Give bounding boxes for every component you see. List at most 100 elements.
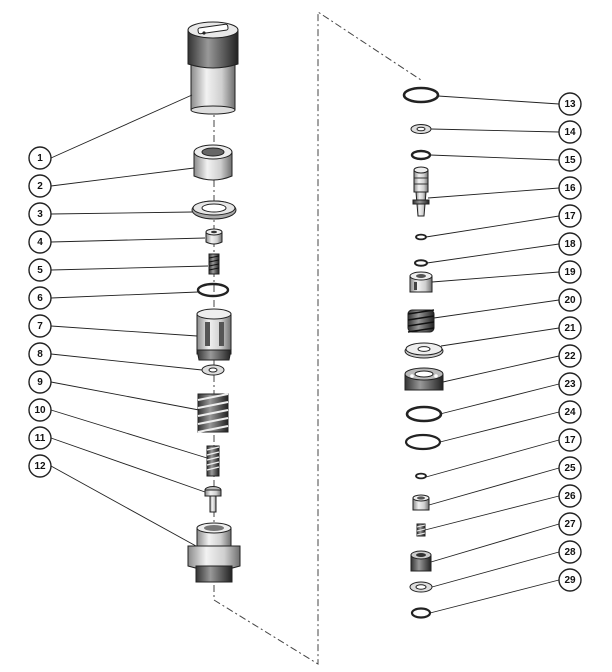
callout-6: 6 [28,286,199,310]
leader-line [425,439,560,478]
callout-number: 9 [37,377,43,388]
callout-22: 22 [442,344,582,383]
callout-number: 28 [564,547,576,558]
callout-15: 15 [429,148,582,172]
callout-number: 23 [564,379,576,390]
callout-18: 18 [426,232,582,264]
leader-line [437,95,560,105]
callout-number: 26 [564,491,576,502]
part-10-thin-spring [206,445,220,477]
callout-14: 14 [430,120,582,144]
leader-line [50,437,206,493]
leader-line [433,299,560,319]
leader-line [430,128,560,133]
callout-number: 2 [37,181,43,192]
leader-line [431,551,560,588]
callout-4: 4 [28,230,206,254]
callout-number: 21 [564,323,576,334]
part-12-fitting-body [187,522,241,583]
leader-line [50,94,193,159]
leader-line [50,409,208,459]
part-28-washer [409,581,433,593]
callout-19: 19 [431,260,582,284]
callout-number: 14 [564,127,576,138]
callout-circle [558,484,582,508]
leader-line [50,381,200,411]
callout-26: 26 [424,484,582,531]
callout-circle [558,120,582,144]
callout-number: 29 [564,575,576,586]
callout-29: 29 [429,568,582,614]
callout-number: 7 [37,321,43,332]
callout-layer: 1234567891011121314151617181920212223241… [28,92,582,614]
callout-16: 16 [427,176,582,200]
part-7-valve-housing [196,308,232,361]
callout-28: 28 [431,540,582,588]
leader-line [50,211,193,215]
callout-circle [28,258,52,282]
assembly-axis-line [213,11,422,665]
part-16-stem [412,166,430,217]
part-22-retainer [404,367,444,391]
callout-circle [558,456,582,480]
callout-24: 24 [439,400,582,443]
callout-17: 17 [425,204,582,238]
part-8-washer [201,364,225,376]
callout-circle [28,426,52,450]
callout-number: 19 [564,267,576,278]
callout-circle [558,204,582,228]
part-25-bushing [412,494,430,511]
callout-circle [28,230,52,254]
callout-circle [558,428,582,452]
leader-line [428,467,560,506]
part-21-seat-washer [404,342,444,359]
part-2-hex-nut [193,144,233,181]
callout-number: 3 [37,209,43,220]
leader-line [50,291,199,299]
callout-number: 8 [37,349,43,360]
leader-line [50,353,203,371]
callout-number: 15 [564,155,576,166]
callout-27: 27 [430,512,582,563]
callout-circle [28,174,52,198]
callout-number: 6 [37,293,43,304]
callout-number: 13 [564,99,576,110]
leader-line [431,271,560,283]
callout-circle [558,568,582,592]
callout-1: 1 [28,94,193,170]
part-24-o-ring [404,433,442,451]
callout-circle [558,540,582,564]
part-1-knob [187,21,239,115]
callout-number: 17 [564,211,576,222]
callout-circle [558,344,582,368]
leader-line [439,411,560,443]
part-20-spring [407,309,435,333]
part-13-large-o-ring [402,86,440,104]
callout-10: 10 [28,398,208,459]
callout-9: 9 [28,370,200,411]
leader-line [429,579,560,614]
callout-circle [558,232,582,256]
callout-number: 16 [564,183,576,194]
leader-line [430,523,560,563]
callout-circle [558,316,582,340]
callout-number: 17 [564,435,576,446]
leader-line [426,243,560,264]
leader-line [429,154,560,161]
callout-7: 7 [28,314,198,338]
callout-number: 12 [34,461,46,472]
leader-line [427,187,560,199]
callout-2: 2 [28,167,195,198]
part-11-pin [204,486,222,513]
callout-circle [558,260,582,284]
callout-12: 12 [28,454,197,547]
part-17-small-o-ring-lower [415,472,427,480]
part-17-small-o-ring [415,233,427,241]
part-6-o-ring [196,282,230,298]
callout-25: 25 [428,456,582,506]
callout-circle [558,288,582,312]
callout-8: 8 [28,342,203,371]
callout-circle [558,512,582,536]
leader-line [439,383,560,415]
